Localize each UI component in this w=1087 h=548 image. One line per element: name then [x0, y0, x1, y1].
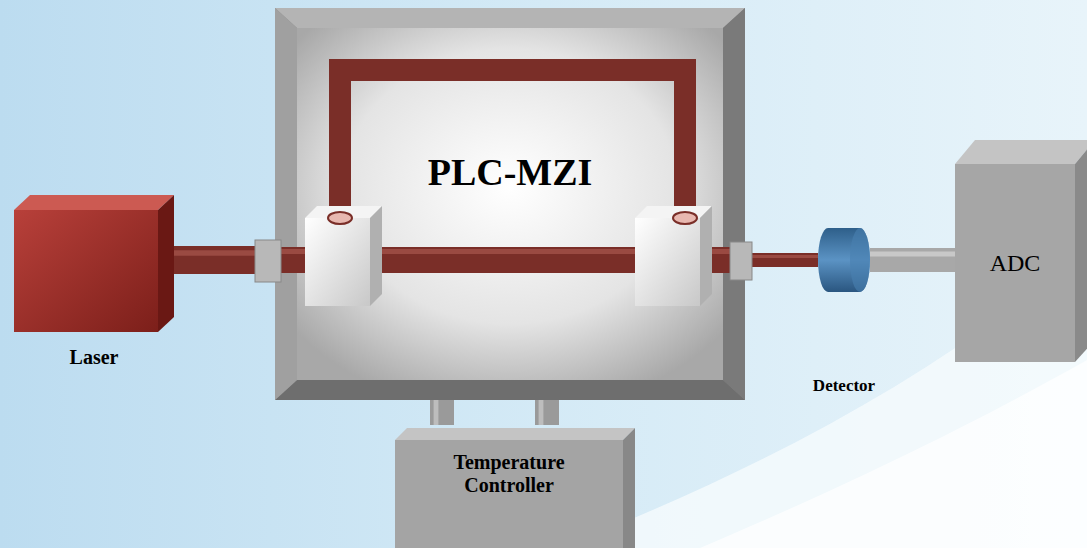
temperature-controller-box: Temperature Controller [395, 425, 635, 548]
temperature-controller-label: Temperature Controller [434, 451, 584, 497]
connector-line [745, 253, 818, 267]
detector-label: Detector [813, 376, 875, 396]
connector-highlight [870, 252, 955, 257]
control-cable [436, 400, 442, 425]
optical-fiber [870, 254, 955, 260]
connector-line [535, 400, 559, 425]
laser-label: Laser [70, 346, 119, 369]
laser-box: Laser [14, 195, 174, 332]
connector-highlight [434, 400, 439, 425]
connector-line [430, 400, 454, 425]
detector-cylinder-shape [818, 228, 870, 292]
control-cable [541, 400, 547, 425]
adc-label: ADC [990, 250, 1041, 277]
detector-cylinder: Detector [818, 228, 870, 292]
background-swoosh [700, 360, 1087, 548]
plc-mzi-housing-shape [275, 8, 745, 400]
connector-line [870, 248, 955, 272]
laser-box-shape [14, 195, 174, 332]
adc-box: ADC [955, 140, 1087, 362]
plc-mzi-housing: PLC-MZI [275, 8, 745, 400]
optical-fiber [745, 257, 818, 261]
connector-highlight [539, 400, 544, 425]
plc-mzi-label: PLC-MZI [428, 150, 593, 194]
connector-highlight [745, 255, 818, 258]
